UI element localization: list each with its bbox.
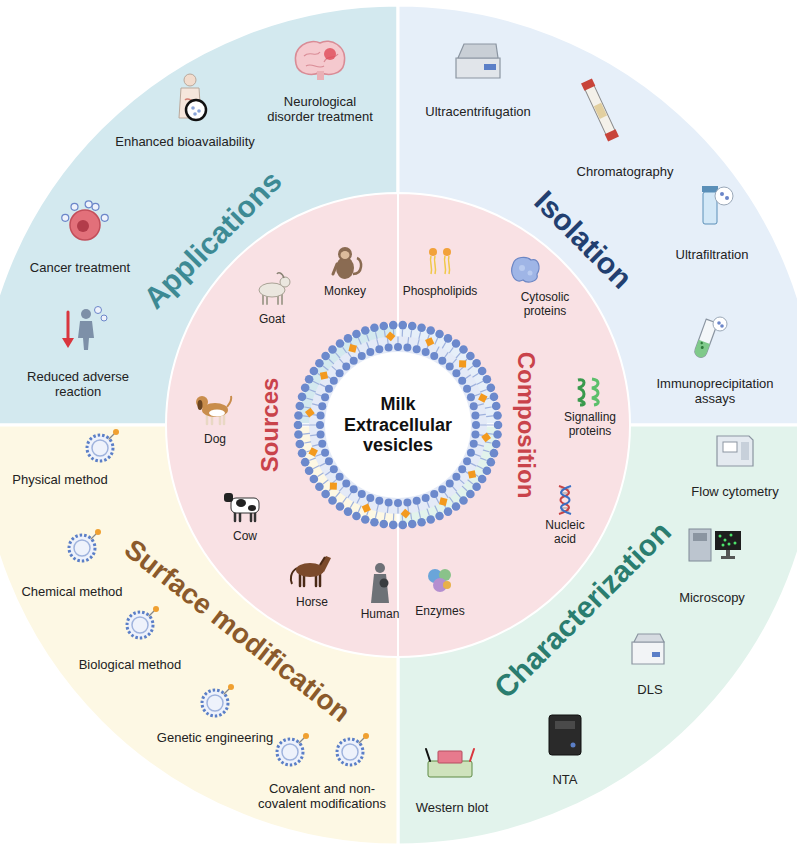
component-label: Phospholipids [403, 285, 478, 299]
dog-icon [196, 396, 231, 424]
monkey-icon [333, 247, 361, 279]
application-label: Cancer treatment [30, 261, 130, 276]
brain-icon [295, 41, 344, 80]
application-label: Enhanced bioavailability [115, 135, 254, 150]
mod-icon [202, 684, 234, 716]
goat-icon [259, 273, 290, 304]
characterization-label: DLS [637, 683, 662, 698]
modification-label: Physical method [12, 473, 107, 488]
component-label: Enzymes [415, 605, 464, 619]
cow-icon [224, 493, 259, 521]
modification-label: Chemical method [21, 585, 122, 600]
western-icon [426, 749, 474, 777]
isolation-label: Chromatography [577, 165, 674, 180]
enzyme-icon [428, 569, 451, 592]
source-label: Horse [296, 596, 328, 610]
application-label: Reduced adverse reaction [23, 370, 133, 400]
column-icon [581, 78, 619, 141]
dls-icon [632, 634, 664, 664]
human-icon [371, 563, 389, 603]
characterization-label: Flow cytometry [691, 485, 778, 500]
horse-icon [291, 556, 331, 586]
dna-icon [559, 486, 571, 514]
mod-icon [87, 429, 119, 461]
source-label: Goat [259, 313, 285, 327]
gut-icon [179, 74, 206, 120]
source-label: Cow [233, 530, 257, 544]
center-title: Milk Extracellular vesicles [336, 394, 460, 456]
characterization-label: Microscopy [679, 591, 745, 606]
modification-label: Genetic engineering [157, 731, 273, 746]
ring-heading: Sources [256, 378, 284, 473]
nta-icon [549, 715, 581, 755]
flow-icon [717, 436, 753, 466]
vesicle-center: Milk Extracellular vesicles [290, 317, 506, 533]
reduced-icon [62, 307, 107, 351]
isolation-label: Ultrafiltration [676, 248, 749, 263]
component-label: Cytosolic proteins [515, 291, 575, 319]
isolation-label: Immunoprecipitation assays [648, 377, 783, 407]
signal-icon [578, 379, 598, 405]
application-label: Neurological disorder treatment [264, 95, 376, 125]
source-label: Monkey [324, 285, 366, 299]
microscope-icon [689, 529, 741, 561]
mod-icon [69, 529, 101, 561]
source-label: Human [361, 608, 400, 622]
mod-icon [337, 733, 369, 765]
mod-icon [127, 606, 159, 638]
mod-icon [277, 733, 309, 765]
modification-label: Biological method [79, 658, 182, 673]
characterization-label: Western blot [416, 801, 489, 816]
phospho-icon [429, 248, 451, 274]
ip-icon [693, 317, 727, 359]
filter-icon [702, 186, 733, 224]
characterization-label: NTA [552, 773, 577, 788]
centrifuge-icon [456, 44, 500, 78]
ring-heading: Composition [512, 352, 540, 499]
cyto-icon [512, 257, 539, 282]
vesicle-membrane [294, 321, 503, 529]
component-label: Nucleic acid [540, 519, 590, 547]
isolation-label: Ultracentrifugation [425, 105, 531, 120]
source-label: Dog [204, 433, 226, 447]
component-label: Signalling proteins [559, 411, 621, 439]
modification-label: Covalent and non-covalent modifications [252, 782, 392, 812]
cell-icon [62, 201, 108, 240]
